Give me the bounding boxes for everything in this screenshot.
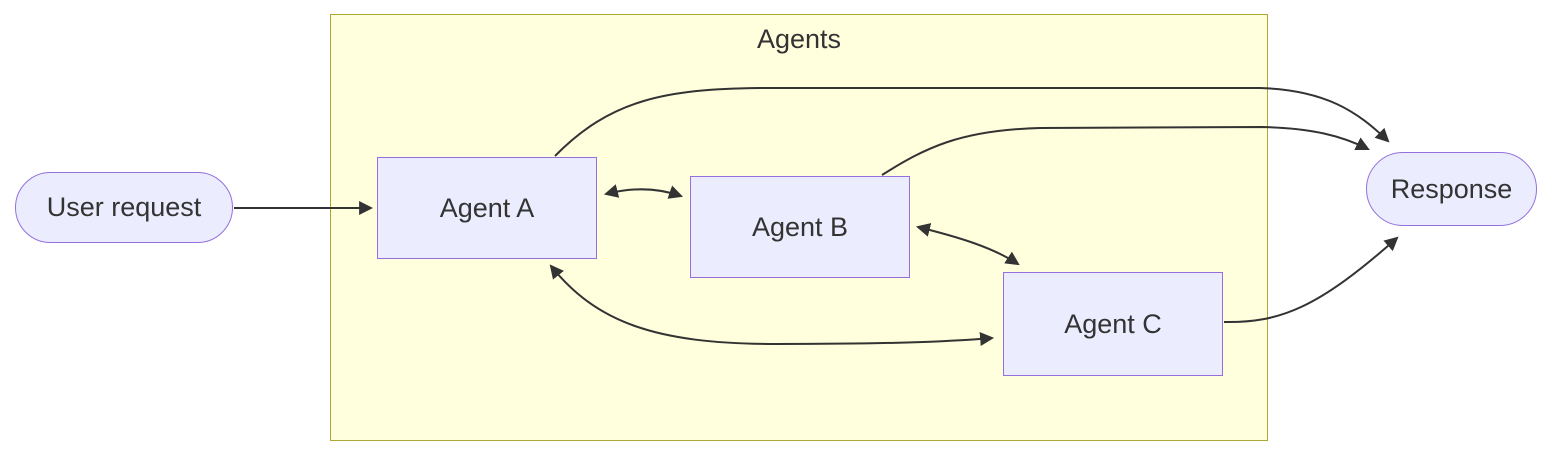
node-agent-b: Agent B bbox=[690, 176, 910, 278]
node-user-request: User request bbox=[15, 172, 233, 243]
node-user-request-label: User request bbox=[46, 192, 202, 222]
node-agent-c-label: Agent C bbox=[1064, 308, 1162, 339]
node-response: Response bbox=[1366, 152, 1537, 226]
node-response-label: Response bbox=[1390, 173, 1513, 204]
node-agent-b-label: Agent B bbox=[751, 211, 849, 242]
agents-subgraph-label: Agents bbox=[756, 24, 842, 54]
node-agent-a: Agent A bbox=[377, 157, 597, 259]
node-agent-a-label: Agent A bbox=[439, 192, 535, 223]
node-agent-c: Agent C bbox=[1003, 272, 1223, 376]
